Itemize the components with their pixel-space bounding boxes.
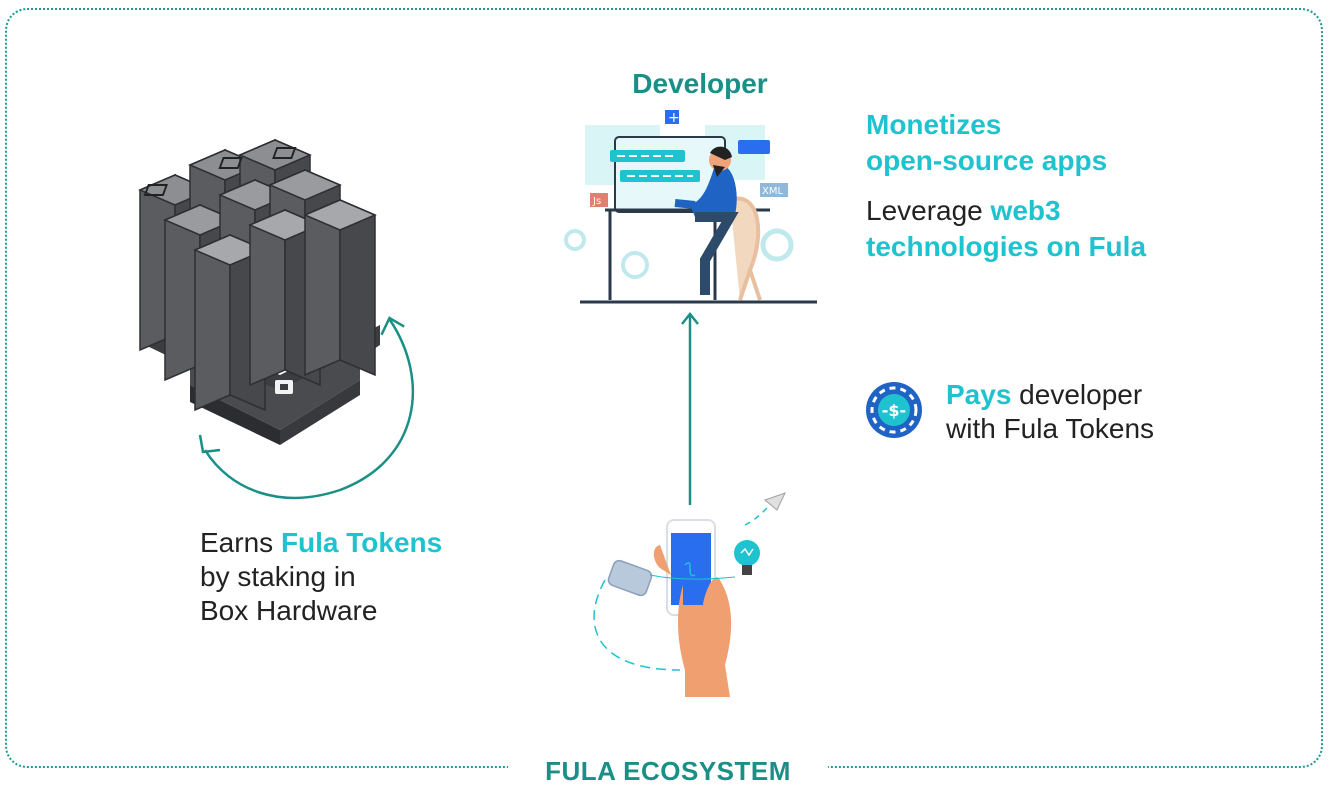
earns-highlight: Fula Tokens [280, 527, 443, 558]
pays-line1-rest: developer [1011, 379, 1143, 410]
payment-flow-arrow [681, 311, 699, 505]
pays-line2: with Fula Tokens [946, 413, 1155, 444]
js-tag: Js [592, 196, 601, 207]
earns-line3: Box Hardware [200, 595, 378, 626]
leverage-prefix: Leverage [866, 195, 991, 226]
leverage-highlight: web3 [990, 195, 1061, 226]
earns-line2: by staking in [200, 561, 356, 592]
ecosystem-title: FULA ECOSYSTEM [508, 754, 828, 788]
fula-coin-icon: -$- [866, 382, 922, 438]
user-phone-illustration [593, 492, 786, 697]
coin-symbol: -$- [882, 401, 906, 420]
pays-highlight: Pays [946, 379, 1012, 410]
staking-cycle-arrow [198, 316, 415, 499]
developer-illustration: + Js XML [564, 110, 817, 304]
xml-tag: XML [762, 186, 783, 197]
leverage-line2: technologies on Fula [866, 231, 1147, 262]
monetizes-line2: open-source apps [866, 145, 1108, 176]
svg-text:+: + [668, 110, 680, 126]
leverage-text: Leverage web3 technologies on Fula [866, 193, 1146, 265]
pays-text: Pays developer with Fula Tokens [946, 378, 1154, 446]
developer-title: Developer [632, 68, 768, 99]
earns-tokens-text: Earns Fula Tokens by staking in Box Hard… [200, 526, 442, 628]
monetizes-line1: Monetizes [866, 109, 1002, 140]
monetizes-text: Monetizes open-source apps [866, 107, 1107, 179]
box-hardware-illustration [138, 138, 380, 445]
earns-prefix: Earns [200, 527, 281, 558]
